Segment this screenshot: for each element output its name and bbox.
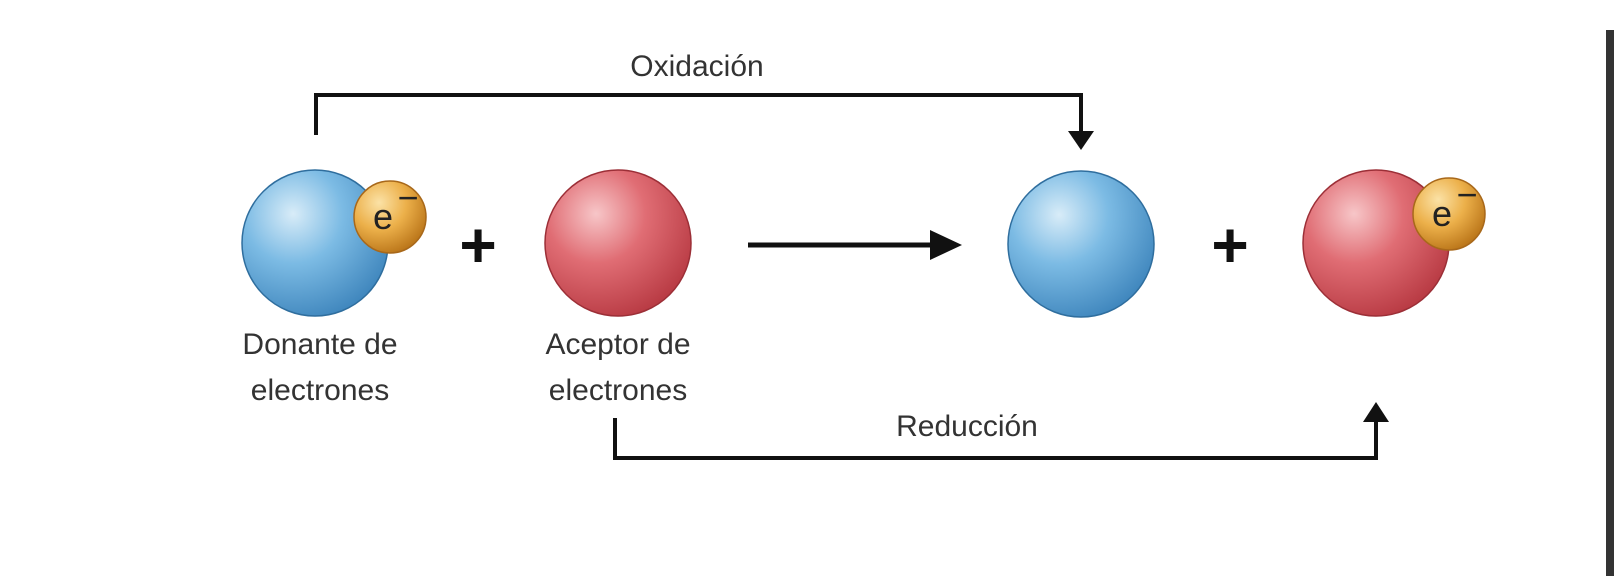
electron-acceptor <box>544 169 692 317</box>
donor-label-line2: electrones <box>251 374 389 407</box>
reaction-arrow <box>748 230 962 260</box>
acceptor-label-line1: Aceptor de <box>545 328 690 361</box>
electron-symbol: e <box>373 196 393 237</box>
reduction-arrow <box>613 402 1389 460</box>
oxidation-label: Oxidación <box>630 50 763 83</box>
reduction-label: Reducción <box>896 410 1038 443</box>
oxidation-arrow <box>314 93 1094 150</box>
reduced-acceptor: e − <box>1302 169 1486 317</box>
acceptor-label-line2: electrones <box>549 374 687 407</box>
electron-charge-2: − <box>1456 174 1477 215</box>
donor-label-line1: Donante de <box>242 328 397 361</box>
electron-charge: − <box>397 177 418 218</box>
plus-symbol: + <box>459 209 496 281</box>
electron-icon-2: e − <box>1412 174 1486 251</box>
plus-symbol-2: + <box>1211 209 1248 281</box>
electron-donor: e − <box>241 169 427 317</box>
electron-icon: e − <box>353 177 427 254</box>
electron-symbol-2: e <box>1432 193 1452 234</box>
oxidized-donor <box>1007 170 1155 318</box>
scrollbar[interactable] <box>1606 30 1614 576</box>
